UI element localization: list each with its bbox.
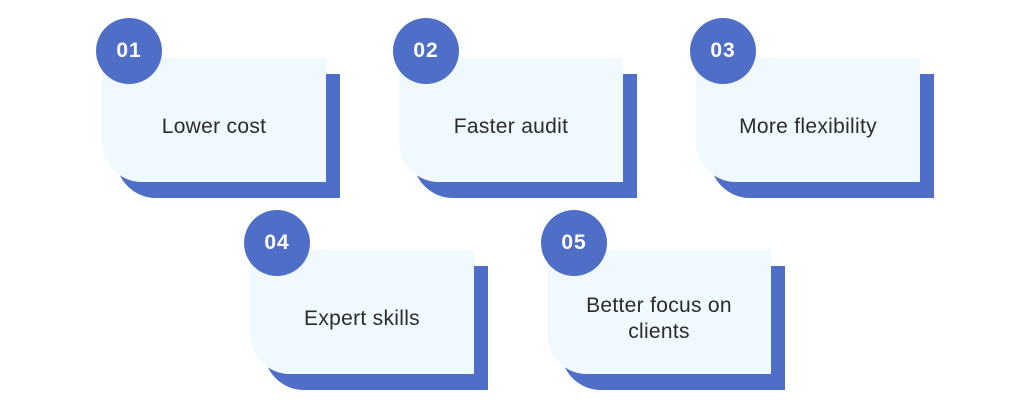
number-badge: 04 [244, 210, 310, 276]
benefit-label: More flexibility [739, 115, 877, 138]
number-badge: 03 [690, 18, 756, 84]
benefit-card-1: Lower cost 01 [96, 18, 340, 198]
card-panel: Faster audit [399, 58, 623, 182]
benefit-card-2: Faster audit 02 [393, 18, 637, 198]
number-badge: 02 [393, 18, 459, 84]
number-badge: 05 [541, 210, 607, 276]
benefit-label: Better focus on clients [586, 294, 732, 343]
benefit-card-5: Better focus on clients 05 [541, 210, 785, 390]
card-panel: More flexibility [696, 58, 920, 182]
number-badge: 01 [96, 18, 162, 84]
benefit-label: Expert skills [304, 307, 420, 330]
benefit-label: Lower cost [161, 115, 267, 138]
benefit-card-4: Expert skills 04 [244, 210, 488, 390]
benefit-label: Faster audit [453, 115, 569, 138]
benefit-card-3: More flexibility 03 [690, 18, 934, 198]
